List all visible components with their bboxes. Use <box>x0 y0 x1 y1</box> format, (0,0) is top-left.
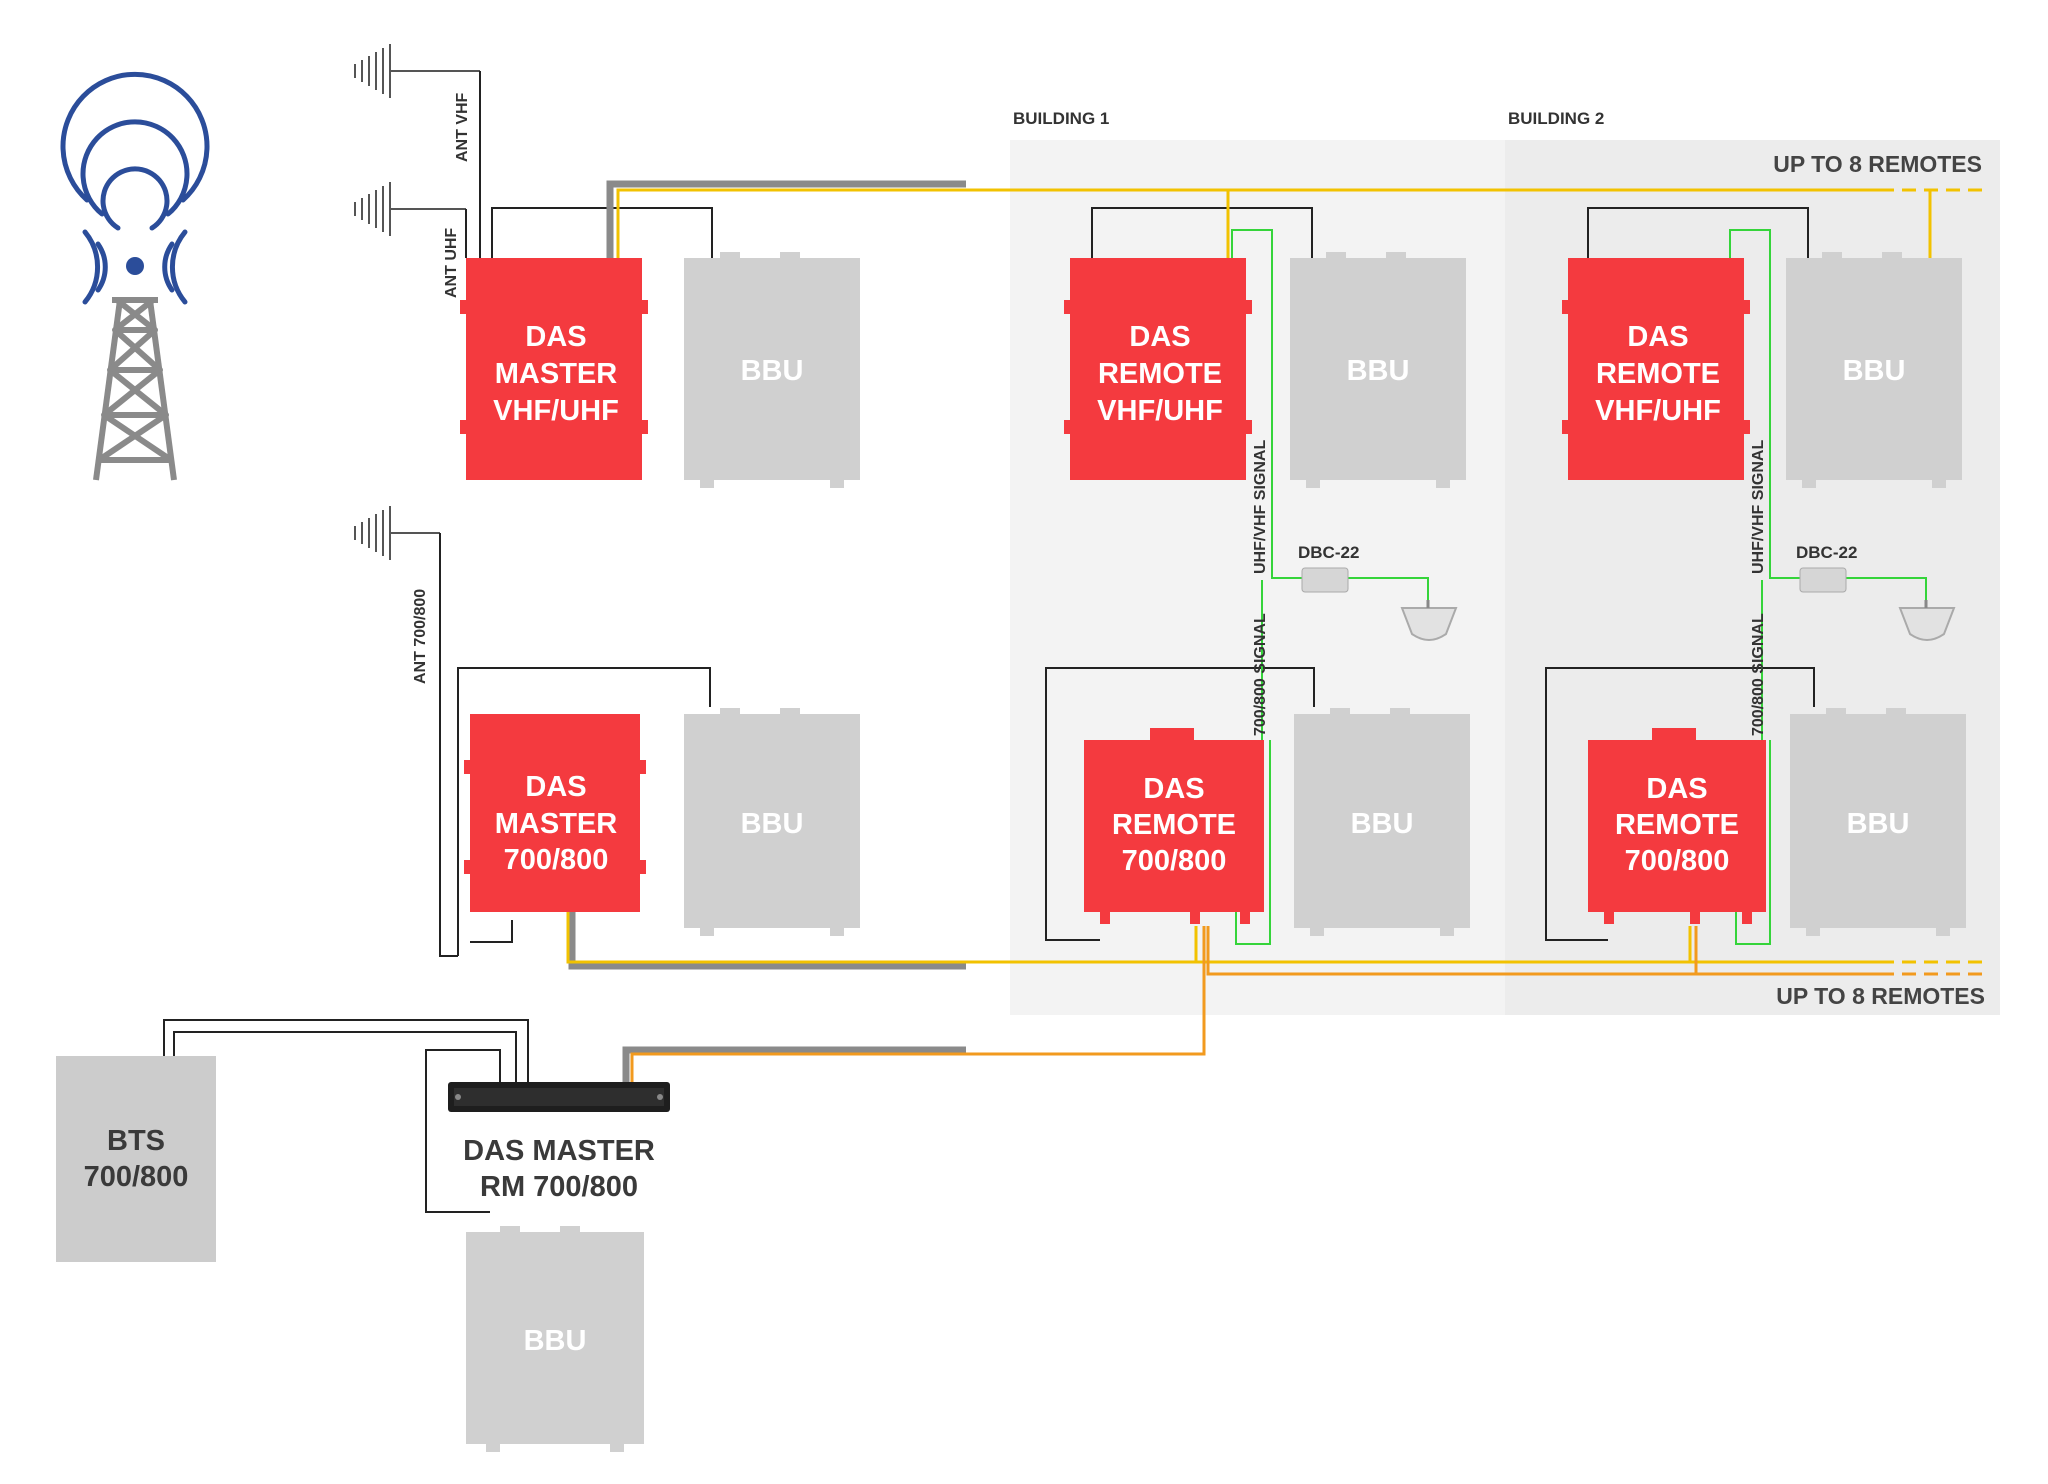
bbu-label: BBU <box>1843 355 1906 387</box>
signal-uhf-label-b2: UHF/VHF SIGNAL <box>1750 440 1767 574</box>
bbu-remote-700-b2: BBU <box>1790 708 1966 936</box>
das-remote-vhf-b2-line1: DAS <box>1627 321 1688 353</box>
das-master-rm-line1: DAS MASTER <box>463 1135 655 1167</box>
bbu-remote-vhf-b2: BBU <box>1786 252 1962 488</box>
building-1-label: BUILDING 1 <box>1013 109 1109 128</box>
dbc-label-b2: DBC-22 <box>1796 543 1857 562</box>
das-remote-700-b1-line2: REMOTE <box>1112 809 1236 841</box>
ceiling-antenna-b2-icon <box>1898 600 1956 641</box>
das-remote-vhf-uhf-b1: DAS REMOTE VHF/UHF <box>1064 258 1252 480</box>
das-remote-700-b2-line1: DAS <box>1646 773 1707 805</box>
remotes-bottom-label: UP TO 8 REMOTES <box>1776 983 1985 1009</box>
das-master-vhf-line3: VHF/UHF <box>493 395 619 427</box>
antenna-vhf-icon <box>354 44 480 98</box>
signal-700-label-b1: 700/800 SIGNAL <box>1252 613 1269 736</box>
bbu-remote-vhf-b1: BBU <box>1290 252 1466 488</box>
das-remote-700-800-b2: DAS REMOTE 700/800 <box>1588 728 1766 924</box>
bbu-label: BBU <box>741 355 804 387</box>
das-remote-vhf-b1-line2: REMOTE <box>1098 358 1222 390</box>
das-master-vhf-line1: DAS <box>525 321 586 353</box>
bbu-label: BBU <box>524 1325 587 1357</box>
antenna-uhf-label: ANT UHF <box>443 228 460 298</box>
das-master-700-800: DAS MASTER 700/800 <box>464 714 646 912</box>
cell-tower-icon <box>60 71 210 481</box>
dbc-22-b2: DBC-22 <box>1796 543 1857 593</box>
green-signal-lines <box>1231 229 1927 945</box>
das-remote-vhf-b2-line2: REMOTE <box>1596 358 1720 390</box>
bbu-label: BBU <box>1847 808 1910 840</box>
orange-fiber <box>630 926 1990 1082</box>
das-remote-vhf-b1-line1: DAS <box>1129 321 1190 353</box>
ceiling-antenna-b1-icon <box>1400 600 1458 641</box>
dbc-label-b1: DBC-22 <box>1298 543 1359 562</box>
bbu-master-700: BBU <box>684 708 860 936</box>
das-master-700-line1: DAS <box>525 771 586 803</box>
dbc-22-b1: DBC-22 <box>1298 543 1359 593</box>
das-master-700-line3: 700/800 <box>504 844 609 876</box>
bts-700-800: BTS 700/800 <box>56 1056 216 1262</box>
yellow-fiber <box>566 188 1990 964</box>
das-remote-vhf-b1-line3: VHF/UHF <box>1097 395 1223 427</box>
das-remote-700-b2-line3: 700/800 <box>1625 845 1730 877</box>
das-remote-vhf-uhf-b2: DAS REMOTE VHF/UHF <box>1562 258 1750 480</box>
black-wires <box>163 71 1815 1213</box>
bbu-label: BBU <box>1347 355 1410 387</box>
signal-uhf-label-b1: UHF/VHF SIGNAL <box>1252 440 1269 574</box>
bbu-label: BBU <box>1351 808 1414 840</box>
das-master-rm-700-800: DAS MASTER RM 700/800 <box>448 1082 670 1203</box>
das-master-vhf-line2: MASTER <box>495 358 618 390</box>
das-remote-700-b2-line2: REMOTE <box>1615 809 1739 841</box>
remotes-top-label: UP TO 8 REMOTES <box>1773 151 1982 177</box>
das-master-rm-line2: RM 700/800 <box>480 1171 638 1203</box>
das-remote-vhf-b2-line3: VHF/UHF <box>1595 395 1721 427</box>
das-remote-700-b1-line1: DAS <box>1143 773 1204 805</box>
das-master-700-line2: MASTER <box>495 808 618 840</box>
bts-line1: BTS <box>107 1125 165 1157</box>
bbu-master-rm: BBU <box>466 1226 644 1452</box>
bts-line2: 700/800 <box>84 1161 189 1193</box>
das-master-vhf-uhf: DAS MASTER VHF/UHF <box>460 258 648 480</box>
das-remote-700-b1-line3: 700/800 <box>1122 845 1227 877</box>
bbu-remote-700-b1: BBU <box>1294 708 1470 936</box>
antenna-700-icon <box>354 506 440 560</box>
das-remote-700-800-b1: DAS REMOTE 700/800 <box>1084 728 1264 924</box>
bbu-label: BBU <box>741 808 804 840</box>
antenna-uhf-icon <box>354 182 466 236</box>
building-2-label: BUILDING 2 <box>1508 109 1604 128</box>
antenna-700-label: ANT 700/800 <box>412 589 429 684</box>
bbu-master-vhf: BBU <box>684 252 860 488</box>
gray-fiber-trunks <box>568 180 966 1082</box>
signal-700-label-b2: 700/800 SIGNAL <box>1750 613 1767 736</box>
antenna-vhf-label: ANT VHF <box>454 92 471 162</box>
